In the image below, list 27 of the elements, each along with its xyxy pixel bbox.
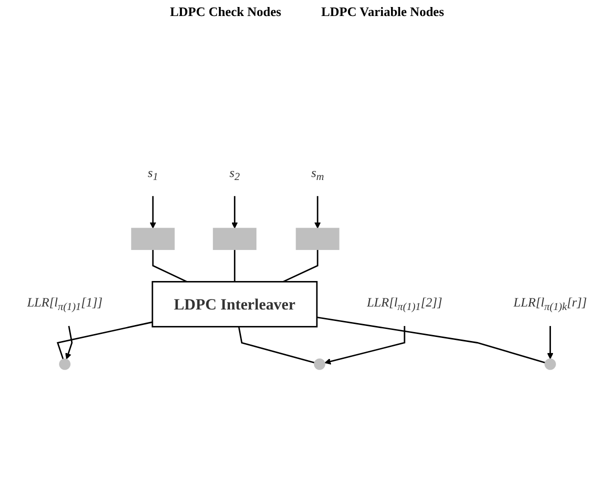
connector: [282, 250, 318, 282]
arrow: [547, 326, 554, 360]
connector: [56, 321, 153, 360]
node-text: s$_{m}$: [311, 165, 324, 183]
node-box: [212, 228, 256, 250]
arrow: [324, 326, 406, 364]
connector: [316, 316, 546, 364]
node-circle: [314, 358, 326, 370]
connector: [152, 250, 188, 282]
arrow: [150, 196, 156, 228]
node-circle: [59, 358, 70, 370]
connector: [234, 250, 236, 282]
node-box: LDPC Interleaver: [152, 281, 318, 328]
node-text: LLR[l$_{π(1)1}$[1]]: [27, 295, 102, 313]
arrow: [314, 196, 321, 228]
node-text: LLR[l$_{π(1)k}$[r]]: [514, 295, 587, 313]
node-text: LLR[l$_{π(1)1}$[2]]: [366, 295, 442, 313]
node-text: s$_{1}$: [148, 165, 158, 183]
node-box: [131, 228, 175, 250]
node-circle: [544, 358, 556, 370]
node-text: s$_{2}$: [229, 165, 240, 183]
connector: [238, 326, 315, 364]
group-caption: LDPC Variable Nodes: [321, 4, 444, 20]
group-caption: LDPC Check Nodes: [170, 4, 282, 20]
arrow: [232, 196, 238, 228]
arrow: [65, 326, 73, 360]
node-box: [296, 228, 340, 250]
